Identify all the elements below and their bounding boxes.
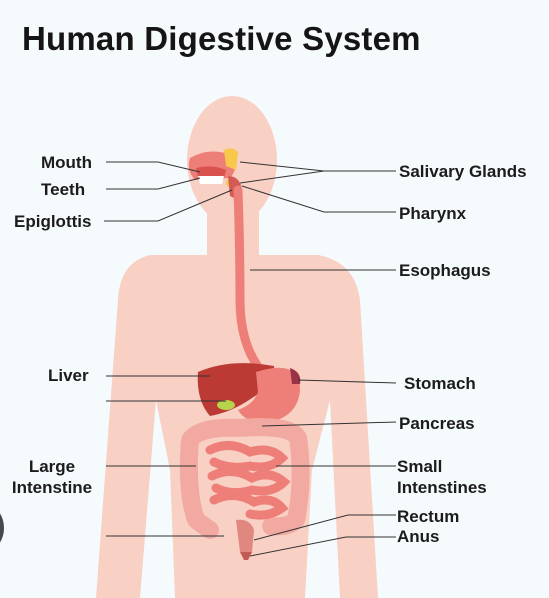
label-esophagus: Esophagus bbox=[399, 261, 491, 280]
stomach-fundus bbox=[290, 368, 301, 384]
label-small-intestines-line1: Small bbox=[397, 457, 443, 476]
anus-organ bbox=[240, 552, 252, 560]
leader-line-anus bbox=[249, 536, 396, 557]
leader-line-mouth bbox=[106, 161, 201, 173]
esophagus-organ bbox=[233, 185, 267, 377]
label-small-intestines: Small Intenstines bbox=[397, 456, 487, 498]
small-intestines-organ bbox=[205, 441, 291, 520]
gallbladder-organ bbox=[217, 400, 235, 410]
rectum-organ bbox=[236, 519, 254, 552]
leader-line-salivary-glands-2 bbox=[239, 170, 325, 184]
label-teeth: Teeth bbox=[41, 180, 86, 199]
label-anus: Anus bbox=[397, 527, 440, 546]
label-mouth: Mouth bbox=[41, 153, 92, 172]
label-small-intestines-line2: Intenstines bbox=[397, 478, 487, 497]
label-large-intestine: Large Intenstine bbox=[4, 456, 100, 498]
liver-organ bbox=[197, 363, 275, 416]
label-large-intestine-line1: Large bbox=[28, 457, 76, 476]
leader-line-epiglottis bbox=[104, 189, 233, 222]
label-liver: Liver bbox=[48, 366, 89, 385]
label-salivary-glands: Salivary Glands bbox=[399, 162, 527, 181]
diagram-title: Human Digestive System bbox=[22, 20, 421, 57]
leader-line-pancreas bbox=[261, 421, 397, 427]
large-intestine-organ bbox=[179, 418, 310, 539]
leader-line-teeth bbox=[106, 177, 201, 190]
edge-circle-icon[interactable] bbox=[0, 508, 4, 548]
label-epiglottis: Epiglottis bbox=[14, 212, 92, 231]
stomach-organ bbox=[238, 367, 300, 423]
leader-lines-left bbox=[104, 161, 233, 537]
label-pharynx: Pharynx bbox=[399, 204, 467, 223]
leader-line-pharynx bbox=[241, 185, 396, 213]
label-large-intestine-line2: Intenstine bbox=[11, 478, 93, 497]
leader-line-stomach bbox=[297, 379, 397, 384]
leader-lines-right bbox=[239, 161, 397, 557]
leader-line-rectum bbox=[253, 514, 396, 541]
label-stomach: Stomach bbox=[404, 374, 476, 393]
label-pancreas: Pancreas bbox=[399, 414, 475, 433]
label-rectum: Rectum bbox=[397, 507, 460, 526]
mouth-organ bbox=[188, 151, 236, 184]
